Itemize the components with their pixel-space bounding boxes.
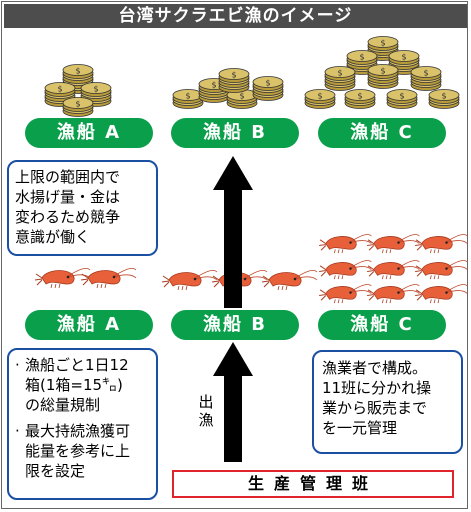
regulation-line: 漁船ごと1日12 (25, 356, 129, 374)
competition-note-line: 上限の範囲内で (15, 168, 121, 186)
competition-note-line: 変わるため競争 (15, 208, 121, 226)
shrimp-icon (415, 284, 468, 304)
top-boat-c: 漁船 C (318, 118, 446, 148)
coin-stack-icon: $ (324, 66, 356, 91)
top-boat-b: 漁船 B (171, 118, 299, 148)
competition-note: 上限の範囲内で 水揚げ量・金は 変わるため競争 意識が働く (7, 160, 158, 256)
svg-text:$: $ (423, 69, 428, 78)
regulation-bullet: · 漁船ごと1日12 箱(1箱=15㌔) の総量規制 (15, 356, 129, 414)
svg-text:$: $ (380, 39, 385, 48)
regulation-line: 箱(1箱=15㌔) (25, 376, 123, 394)
shrimp-icon (415, 234, 468, 254)
coin-stack-icon: $ (172, 89, 204, 109)
svg-text:$: $ (231, 71, 236, 80)
coin-stack-icon: $ (386, 89, 418, 109)
coin-stack-icon: $ (346, 50, 378, 75)
shrimp-icon (261, 270, 318, 291)
shrimp-icon (80, 268, 137, 289)
shrimp-icon (367, 284, 420, 304)
svg-text:$: $ (359, 53, 364, 62)
regulation-line: 最大持続漁獲可 (25, 422, 131, 440)
regulation-line: 能量を参考に上 (25, 442, 131, 460)
competition-note-line: 水揚げ量・金は (15, 188, 121, 206)
svg-text:$: $ (211, 81, 216, 90)
svg-text:$: $ (317, 92, 322, 101)
svg-text:$: $ (401, 53, 406, 62)
bottom-boat-a: 漁船 A (25, 310, 153, 340)
svg-text:$: $ (399, 92, 404, 101)
management-group-box: 生産管理班 (172, 470, 454, 498)
coin-stack-icon: $ (367, 64, 399, 89)
fishermen-note-line: 漁業者で構成。 (322, 359, 428, 377)
svg-text:$: $ (380, 67, 385, 76)
bottom-boat-c: 漁船 C (318, 310, 446, 340)
diagram-title: 台湾サクラエビ漁のイメージ (4, 4, 467, 28)
up-arrow-icon (213, 156, 253, 308)
shrimp-icon (319, 284, 372, 304)
coin-stack-icon: $ (304, 89, 336, 109)
regulation-note: · 漁船ごと1日12 箱(1箱=15㌔) の総量規制 · 最大持続漁獲可 能量を… (7, 348, 158, 500)
coin-stack-icon: $ (80, 82, 112, 107)
departure-label: 出 漁 (198, 393, 214, 429)
shrimp-icon (161, 270, 218, 291)
top-boat-a: 漁船 A (25, 118, 153, 148)
shrimp-icon (367, 234, 420, 254)
coin-stack-icon: $ (344, 89, 376, 109)
up-arrow-icon (213, 342, 253, 462)
coin-stack-icon: $ (410, 66, 442, 91)
regulation-bullet: · 最大持続漁獲可 能量を参考に上 限を設定 (15, 422, 131, 480)
shrimp-icon (34, 268, 91, 289)
svg-text:$: $ (93, 85, 98, 94)
svg-text:$: $ (185, 92, 190, 101)
regulation-line: 限を設定 (25, 462, 86, 480)
svg-text:$: $ (239, 92, 244, 101)
svg-text:$: $ (441, 92, 446, 101)
shrimp-icon (319, 260, 372, 280)
svg-text:$: $ (75, 100, 80, 109)
coin-stack-icon: $ (428, 89, 460, 109)
shrimp-icon (415, 260, 468, 280)
coin-stack-icon: $ (218, 68, 250, 93)
svg-text:$: $ (265, 79, 270, 88)
coin-stack-icon: $ (62, 97, 94, 117)
fishermen-note-line: 11班に分かれ操 (322, 379, 432, 397)
fishermen-note-line: 業から販売まで (322, 399, 428, 417)
svg-text:$: $ (357, 92, 362, 101)
shrimp-icon (319, 234, 372, 254)
shrimp-icon (367, 260, 420, 280)
svg-text:$: $ (75, 67, 80, 76)
coin-stack-icon: $ (388, 50, 420, 75)
coin-stack-icon: $ (252, 76, 284, 101)
fishermen-note: 漁業者で構成。 11班に分かれ操 業から販売まで を一元管理 (312, 350, 463, 454)
svg-text:$: $ (337, 69, 342, 78)
fishermen-note-line: を一元管理 (322, 419, 398, 437)
svg-text:$: $ (57, 85, 62, 94)
competition-note-line: 意識が働く (15, 228, 91, 246)
bottom-boat-b: 漁船 B (171, 310, 299, 340)
regulation-line: の総量規制 (25, 396, 101, 414)
